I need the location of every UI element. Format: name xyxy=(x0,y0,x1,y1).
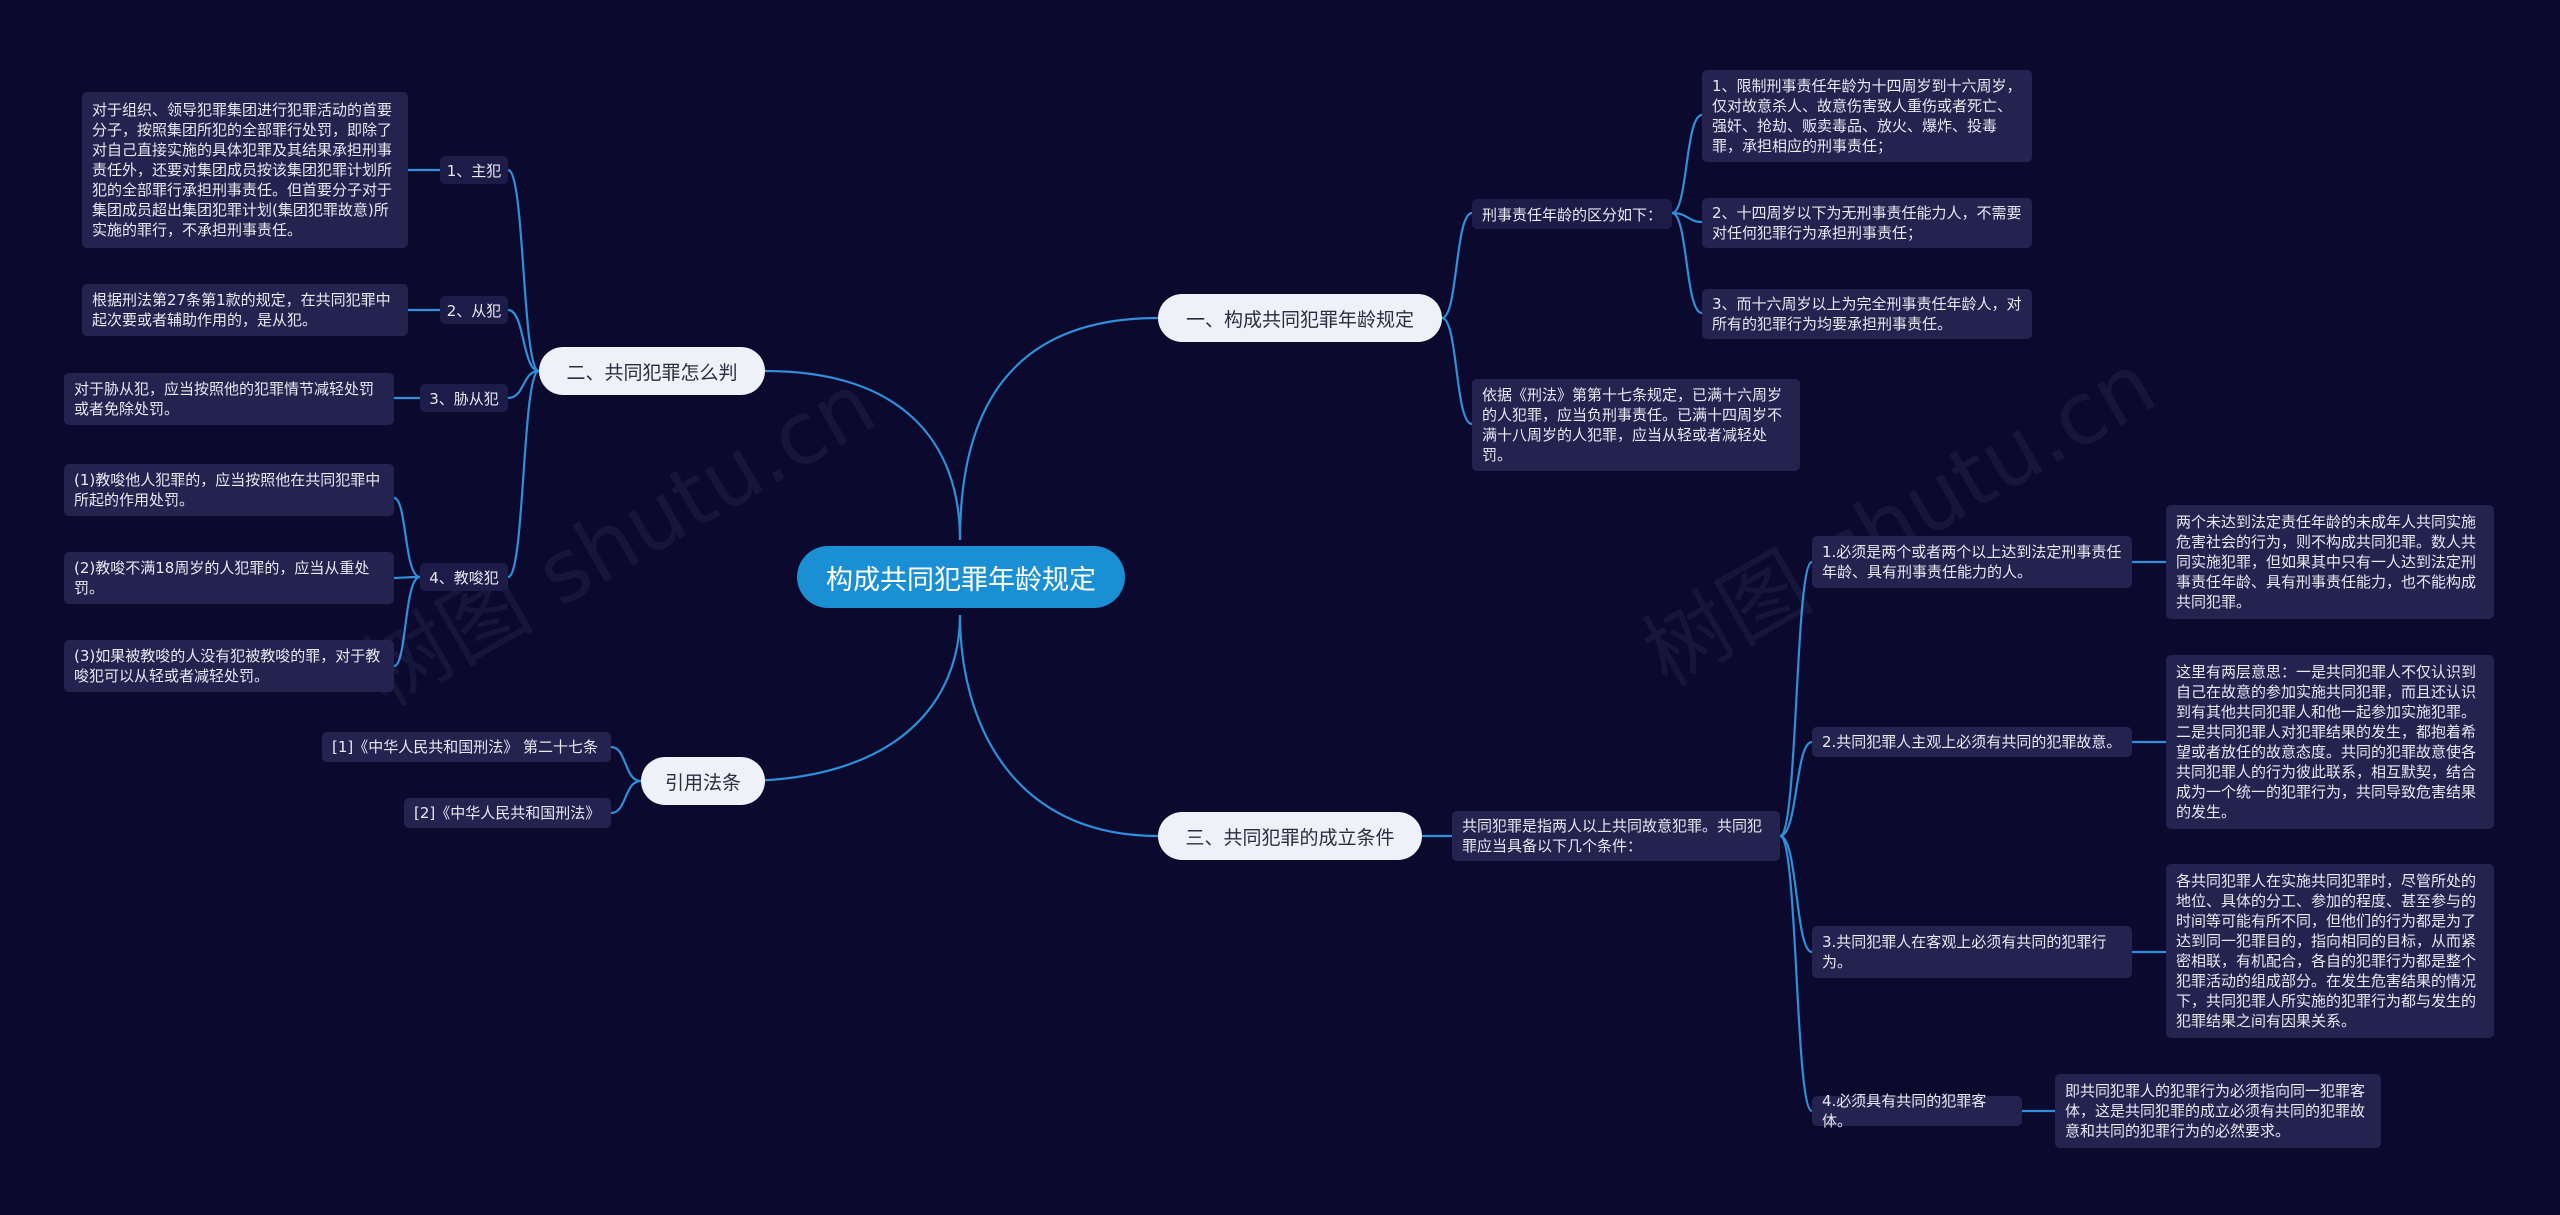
instigator-text-2[interactable]: (2)教唆不满18周岁的人犯罪的，应当从重处罚。 xyxy=(64,552,394,604)
citation-1[interactable]: [1]《中华人民共和国刑法》 第二十七条 xyxy=(322,732,611,762)
branch-joint-crime-sentencing[interactable]: 二、共同犯罪怎么判 xyxy=(539,347,765,395)
citation-2[interactable]: [2]《中华人民共和国刑法》 xyxy=(404,798,611,828)
condition-3[interactable]: 3.共同犯罪人在客观上必须有共同的犯罪行为。 xyxy=(1812,926,2132,978)
condition-1[interactable]: 1.必须是两个或者两个以上达到法定刑事责任年龄、具有刑事责任能力的人。 xyxy=(1812,536,2132,588)
accessory-text[interactable]: 根据刑法第27条第1款的规定，在共同犯罪中起次要或者辅助作用的，是从犯。 xyxy=(82,284,408,336)
age-item-2[interactable]: 2、十四周岁以下为无刑事责任能力人，不需要对任何犯罪行为承担刑事责任； xyxy=(1702,198,2032,248)
branch-age-rules[interactable]: 一、构成共同犯罪年龄规定 xyxy=(1158,294,1442,342)
age-classification-label[interactable]: 刑事责任年龄的区分如下： xyxy=(1472,199,1672,229)
root-topic[interactable]: 构成共同犯罪年龄规定 xyxy=(797,546,1125,608)
instigator-label[interactable]: 4、教唆犯 xyxy=(420,563,508,591)
condition-4[interactable]: 4.必须具有共同的犯罪客体。 xyxy=(1812,1092,2022,1130)
condition-2-detail[interactable]: 这里有两层意思：一是共同犯罪人不仅认识到自己在故意的参加实施共同犯罪，而且还认识… xyxy=(2166,655,2494,829)
condition-4-detail[interactable]: 即共同犯罪人的犯罪行为必须指向同一犯罪客体，这是共同犯罪的成立必须有共同的犯罪故… xyxy=(2055,1074,2381,1148)
principal-offender-label[interactable]: 1、主犯 xyxy=(440,156,508,184)
instigator-text-3[interactable]: (3)如果被教唆的人没有犯被教唆的罪，对于教唆犯可以从轻或者减轻处罚。 xyxy=(64,640,394,692)
condition-2[interactable]: 2.共同犯罪人主观上必须有共同的犯罪故意。 xyxy=(1812,727,2132,757)
joint-crime-definition[interactable]: 共同犯罪是指两人以上共同故意犯罪。共同犯罪应当具备以下几个条件： xyxy=(1452,811,1780,861)
instigator-text-1[interactable]: (1)教唆他人犯罪的，应当按照他在共同犯罪中所起的作用处罚。 xyxy=(64,464,394,516)
coerced-offender-label[interactable]: 3、胁从犯 xyxy=(420,384,508,412)
accessory-label[interactable]: 2、从犯 xyxy=(440,296,508,324)
principal-offender-text[interactable]: 对于组织、领导犯罪集团进行犯罪活动的首要分子，按照集团所犯的全部罪行处罚，即除了… xyxy=(82,92,408,248)
condition-3-detail[interactable]: 各共同犯罪人在实施共同犯罪时，尽管所处的地位、具体的分工、参加的程度、甚至参与的… xyxy=(2166,864,2494,1038)
coerced-offender-text[interactable]: 对于胁从犯，应当按照他的犯罪情节减轻处罚或者免除处罚。 xyxy=(64,373,394,425)
branch-joint-crime-conditions[interactable]: 三、共同犯罪的成立条件 xyxy=(1158,812,1422,860)
age-item-3[interactable]: 3、而十六周岁以上为完全刑事责任年龄人，对所有的犯罪行为均要承担刑事责任。 xyxy=(1702,289,2032,339)
branch-cited-laws[interactable]: 引用法条 xyxy=(641,757,765,805)
criminal-law-article-17[interactable]: 依据《刑法》第第十七条规定，已满十六周岁的人犯罪，应当负刑事责任。已满十四周岁不… xyxy=(1472,379,1800,471)
condition-1-detail[interactable]: 两个未达到法定责任年龄的未成年人共同实施危害社会的行为，则不构成共同犯罪。数人共… xyxy=(2166,505,2494,619)
age-item-1[interactable]: 1、限制刑事责任年龄为十四周岁到十六周岁，仅对故意杀人、故意伤害致人重伤或者死亡… xyxy=(1702,70,2032,162)
